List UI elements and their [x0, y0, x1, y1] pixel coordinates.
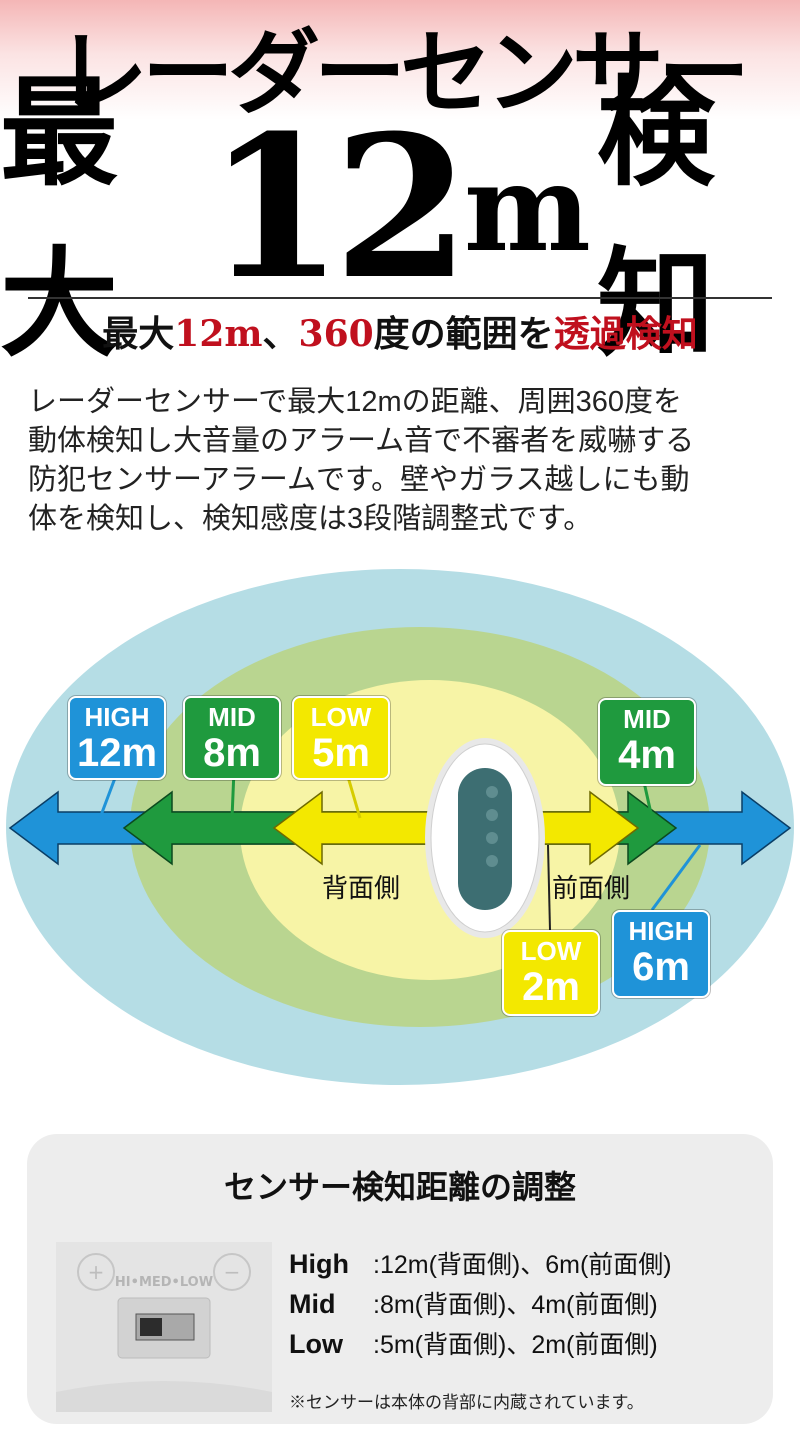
headline-number: 12: [207, 93, 470, 323]
pointer-low-front: [547, 844, 551, 931]
headline-prefix: 最大: [0, 63, 118, 373]
pointer-mid-front: [642, 781, 654, 819]
label-level: MID: [623, 704, 671, 734]
spec-value: :8m(背面側)、4m(前面側): [373, 1291, 658, 1319]
spec-key: Mid: [289, 1289, 336, 1319]
label-back-low: LOW 5m: [292, 696, 390, 780]
adjust-panel: センサー検知距離の調整 + − HI•MED•LOW High :12m(背面側)…: [27, 1134, 773, 1424]
description-line: 動体検知し大音量のアラーム音で不審者を威嚇する: [28, 425, 695, 457]
switch-photo: + − HI•MED•LOW: [56, 1242, 272, 1412]
label-distance: 4m: [618, 733, 676, 777]
subtitle-highlight: 12m: [174, 313, 263, 355]
label-distance: 2m: [522, 965, 580, 1009]
label-level: MID: [208, 702, 256, 732]
label-distance: 8m: [203, 731, 261, 775]
pointer-high-front: [650, 844, 702, 911]
headline-suffix: 検知: [596, 63, 715, 373]
description: レーダーセンサーで最大12mの距離、周囲360度を 動体検知し大音量のアラーム音…: [28, 383, 778, 539]
label-level: LOW: [520, 936, 582, 966]
range-zones-graphic: [6, 569, 794, 1085]
spec-value: :5m(背面側)、2m(前面側): [373, 1331, 658, 1359]
spec-key: Low: [289, 1329, 343, 1359]
label-front-high: HIGH 6m: [612, 910, 710, 998]
label-back-high: HIGH 12m: [68, 696, 166, 780]
front-side-label: 前面側: [552, 873, 631, 903]
label-level: HIGH: [84, 702, 150, 732]
svg-text:+: +: [88, 1260, 105, 1284]
spec-row-mid: Mid :8m(背面側)、4m(前面側): [289, 1284, 769, 1324]
spec-value: :12m(背面側)、6m(前面側): [373, 1251, 672, 1279]
label-level: HIGH: [628, 916, 694, 946]
label-back-mid: MID 8m: [183, 696, 281, 780]
sensor-location-note: ※センサーは本体の背部に内蔵されています。: [289, 1393, 644, 1412]
spec-row-high: High :12m(背面側)、6m(前面側): [289, 1244, 769, 1284]
detection-range-diagram: HIGH 12m MID 8m LOW 5m MID 4m LOW 2m HIG…: [0, 560, 800, 1110]
label-distance: 6m: [632, 945, 690, 989]
description-line: レーダーセンサーで最大12mの距離、周囲360度を: [28, 386, 683, 418]
adjust-panel-title: センサー検知距離の調整: [223, 1169, 576, 1205]
subtitle-highlight: 透過検知: [553, 313, 698, 355]
switch-illustration: + − HI•MED•LOW: [56, 1242, 272, 1412]
subtitle-highlight: 360: [298, 313, 374, 355]
switch-photo-label: HI•MED•LOW: [115, 1275, 213, 1290]
header-gradient: [0, 0, 800, 120]
subtitle-part: 最大: [102, 313, 175, 355]
spec-row-low: Low :5m(背面側)、2m(前面側): [289, 1324, 769, 1364]
spec-key: High: [289, 1249, 349, 1279]
description-line: 体を検知し、検知感度は3段階調整式です。: [28, 503, 593, 535]
headline-unit: m: [463, 137, 591, 279]
back-side-label: 背面側: [322, 873, 401, 903]
subtitle: 最大12m、360度の範囲を透過検知: [0, 306, 800, 362]
description-line: 防犯センサーアラームです。壁やガラス越しにも動: [28, 464, 690, 496]
svg-text:−: −: [224, 1260, 241, 1284]
sensor-device: [425, 738, 545, 938]
label-front-low: LOW 2m: [502, 930, 600, 1016]
headline-divider: [28, 297, 772, 299]
headline-title: レーダーセンサー: [55, 19, 750, 127]
headline-range: 最大 12 m 検知: [0, 63, 800, 373]
label-distance: 12m: [76, 731, 158, 775]
label-level: LOW: [310, 702, 372, 732]
subtitle-part: 、: [262, 313, 299, 355]
subtitle-part: 度の範囲を: [373, 313, 554, 355]
label-distance: 5m: [312, 731, 370, 775]
label-front-mid: MID 4m: [598, 698, 696, 786]
